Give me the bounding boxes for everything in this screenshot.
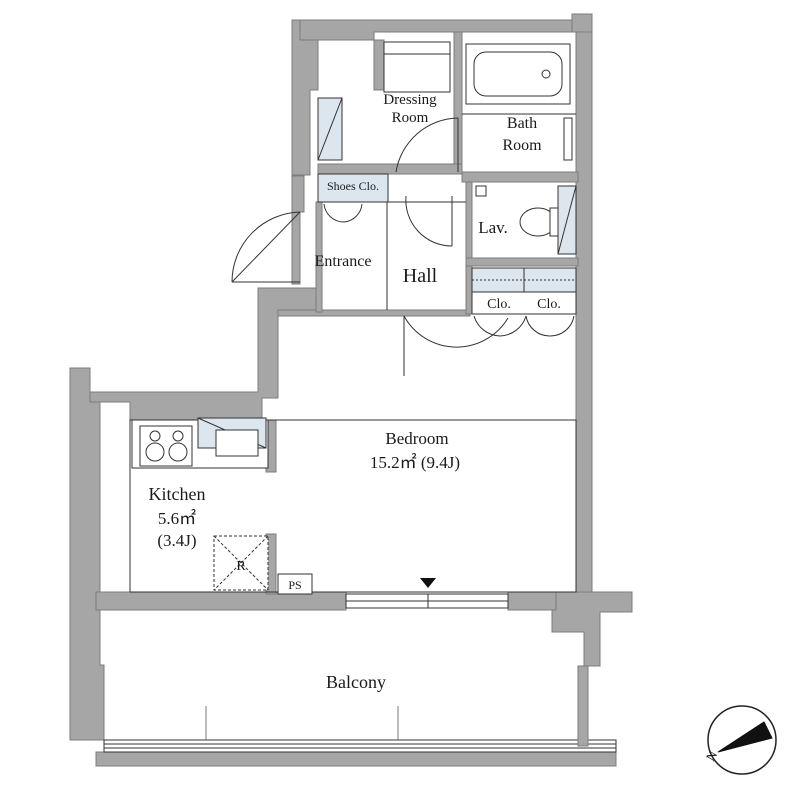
north-compass-icon: N xyxy=(703,705,777,775)
bedroom-label: Bedroom xyxy=(385,429,448,448)
refrigerator-label: R xyxy=(236,559,246,574)
shoes-closet-label: Shoes Clo. xyxy=(327,179,379,193)
interior-lines xyxy=(129,113,577,740)
kitchen-tatami-label: (3.4J) xyxy=(157,531,196,550)
closet-2-label: Clo. xyxy=(537,297,561,312)
pipe-space-label: PS xyxy=(288,578,301,592)
bedroom-area-label: 15.2㎡ (9.4J) xyxy=(370,453,460,472)
dressing-room-label-2: Room xyxy=(392,110,429,126)
hall-label: Hall xyxy=(403,265,438,287)
dressing-room-label-1: Dressing xyxy=(383,92,437,108)
lavatory-label: Lav. xyxy=(478,218,508,237)
room-labels: Dressing Room Bath Room Shoes Clo. Lav. … xyxy=(149,92,561,692)
fixtures xyxy=(131,41,577,595)
bath-room-label-2: Room xyxy=(502,137,542,154)
closet-1-label: Clo. xyxy=(487,297,511,312)
kitchen-area-label: 5.6㎡ xyxy=(158,509,196,528)
kitchen-label: Kitchen xyxy=(149,484,206,504)
entrance-label: Entrance xyxy=(315,253,372,270)
balcony-label: Balcony xyxy=(326,672,386,692)
exterior-walls xyxy=(69,13,633,767)
bath-room-label-1: Bath xyxy=(507,115,537,132)
